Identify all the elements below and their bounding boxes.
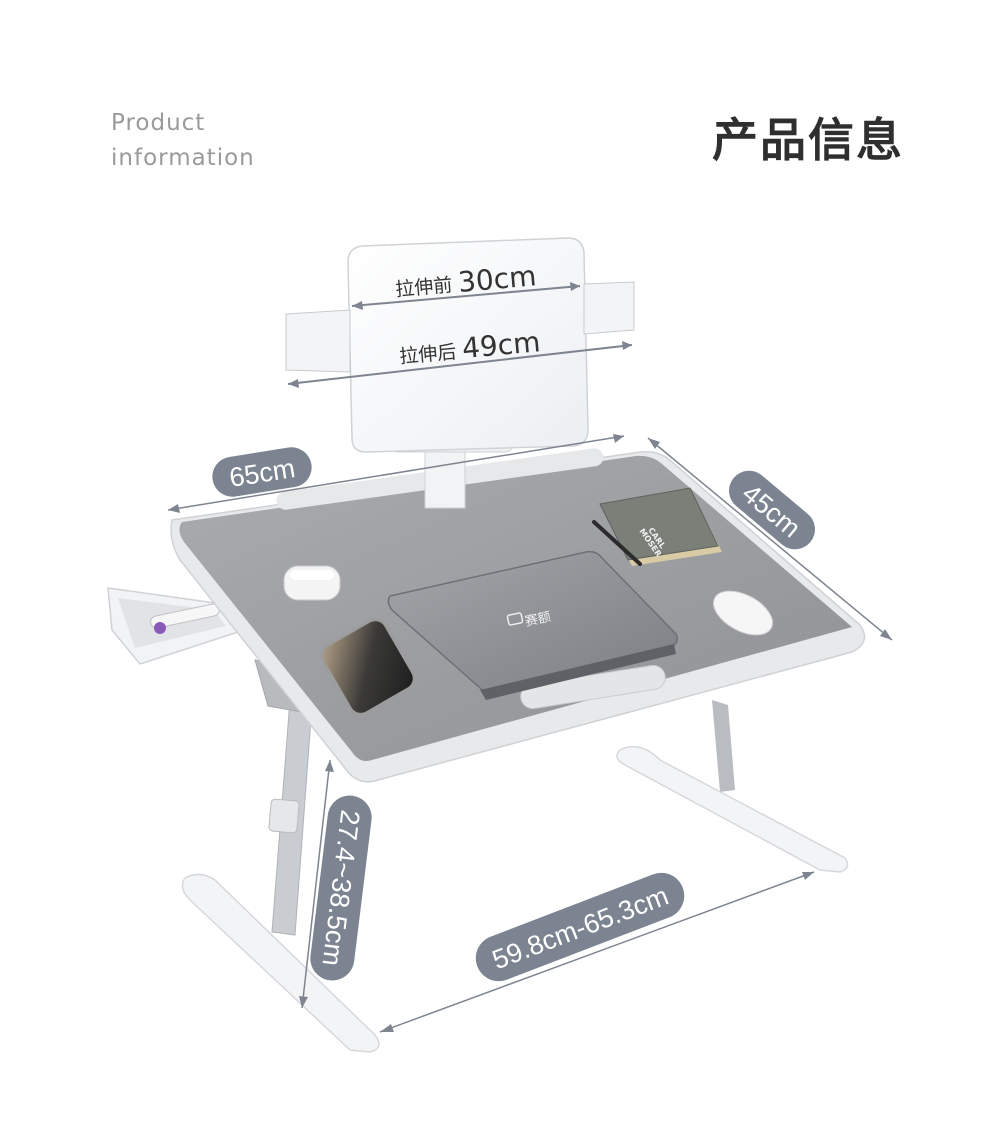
holder-before-value: 30cm	[457, 259, 538, 299]
width-dimension: 65cm	[167, 434, 625, 513]
leg-span-pill	[475, 872, 685, 982]
pen	[592, 520, 642, 566]
subtitle-english: Product information	[111, 106, 255, 176]
holder-before-label: 拉伸前	[395, 274, 454, 301]
subtitle-line-1: Product	[111, 110, 206, 136]
earbuds-case	[283, 565, 341, 601]
smartphone	[320, 618, 416, 716]
holder-dimension-before: 拉伸前 30cm	[351, 259, 581, 310]
holder-after-label: 拉伸后	[399, 341, 458, 368]
notebook: CARL MOSER	[599, 487, 722, 566]
height-dimension: 27.4~38.5cm	[299, 759, 372, 1009]
subtitle-line-2: information	[111, 145, 255, 171]
side-drawer[interactable]	[107, 587, 240, 665]
mouse	[713, 590, 773, 636]
laptop-logo: 赛额	[524, 609, 553, 630]
holder-dimension-after: 拉伸后 49cm	[287, 325, 633, 388]
leg-span-dimension: 59.8cm-65.3cm	[379, 871, 815, 1033]
laptop: 赛额	[387, 550, 679, 700]
back-right-leg	[616, 700, 849, 873]
page-title: 产品信息	[712, 113, 904, 167]
holder-after-value: 49cm	[461, 325, 542, 365]
depth-pill	[729, 470, 815, 550]
width-pill	[212, 447, 312, 497]
height-pill	[310, 795, 372, 981]
